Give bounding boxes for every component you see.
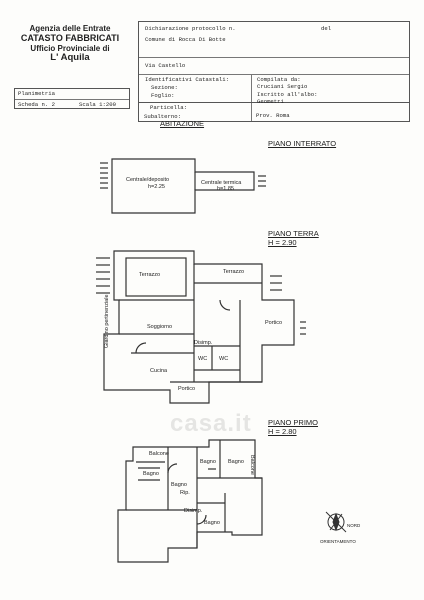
planimetria-divider [15,99,129,100]
sezione-label: Sezione: [151,84,178,91]
office-line: Ufficio Provinciale di [30,43,110,53]
planimetria-title: Planimetria [18,90,55,97]
room-ripostiglio: Rip. [180,490,190,496]
piano-terra-heading: PIANO TERRA [268,229,319,238]
scala: Scala 1:200 [79,101,116,108]
room-centrale-deposito: Centrale/deposito [126,177,170,183]
room-centrale-termica: Centrale termica [201,180,242,186]
watermark: casa.it [170,410,252,437]
room-disimpegno-2: Disimp. [184,508,203,514]
room-bagno-1: Bagno [143,471,159,477]
agency-name: Agenzia delle Entrate [29,24,111,33]
piano-primo-height: H = 2.80 [268,427,297,436]
scheda: Scheda n. 2 [18,101,55,108]
room-soggiorno: Soggiorno [147,324,173,330]
compilata-name: Cruciani Sergio [257,83,308,90]
office-header: Agenzia delle Entrate CATASTO FABBRICATI… [18,24,122,64]
via-row: Via Castello [139,57,409,75]
particella-label: Particella: [150,104,187,111]
room-bagno-3: Bagno [228,459,244,465]
piano-terra-height: H = 2.90 [268,238,297,247]
foglio-label: Foglio: [151,92,175,99]
albo-value: Geometri [257,98,284,105]
subalterno-label: Subalterno: [144,113,181,120]
room-wc-1: WC [198,356,208,362]
box-separator-tail [251,103,252,121]
room-portico-right: Portico [265,320,283,326]
room-bagno-2: Bagno [200,459,216,465]
prov-value: Prov. Roma [256,112,290,119]
identificativi-title: Identificativi Catastali: [145,76,229,83]
identificativi-row: Identificativi Catastali: Sezione: Fogli… [139,74,409,105]
box-separator [251,74,252,102]
room-balcone-1: Balcone [149,451,169,457]
room-centrale-deposito-height: h=2.25 [148,184,165,190]
basement-plan [100,158,266,214]
room-bagno-5: Bagno [204,520,220,526]
declaration-del: del [321,25,332,32]
room-wc-2: WC [219,356,229,362]
compilata-label: Compilata da: [257,76,301,83]
comune: Comune di Rocca Di Botte [145,36,226,43]
declaration-label: Dichiarazione protocollo n. [145,25,236,32]
abitazione-heading: ABITAZIONE [160,119,205,128]
declaration-box: Dichiarazione protocollo n. del Comune d… [138,21,410,105]
via: Via Castello [145,62,186,69]
room-disimpegno-1: Disimp. [194,340,213,346]
planimetria-box: Planimetria Scheda n. 2 Scala 1:200 [14,88,130,109]
piano-interrato-heading: PIANO INTERRATO [268,139,337,148]
iscritto-label: Iscritto all'albo: [257,91,318,98]
room-cucina: Cucina [150,368,168,374]
compass-north-label: NORD [347,523,361,528]
declaration-row: Dichiarazione protocollo n. del Comune d… [139,22,409,58]
room-terrazzo-2: Terrazzo [223,269,245,275]
room-balcone-2: Balcone [249,455,255,475]
room-terrazzo-1: Terrazzo [139,272,161,278]
room-portico: Portico [178,386,196,392]
piano-primo-heading: PIANO PRIMO [268,418,319,427]
room-giardino: Giardino pertinenziale [104,294,110,348]
catasto-title: CATASTO FABBRICATI [20,33,120,44]
compass-caption: ORIENTAMENTO [320,539,356,544]
ground-floor-plan [96,250,306,404]
compass-icon [325,511,347,533]
room-bagno-4: Bagno [171,482,187,488]
room-centrale-termica-height: h=1.85 [217,186,234,192]
province-name: L' Aquila [50,51,90,63]
declaration-box-tail [138,103,410,122]
